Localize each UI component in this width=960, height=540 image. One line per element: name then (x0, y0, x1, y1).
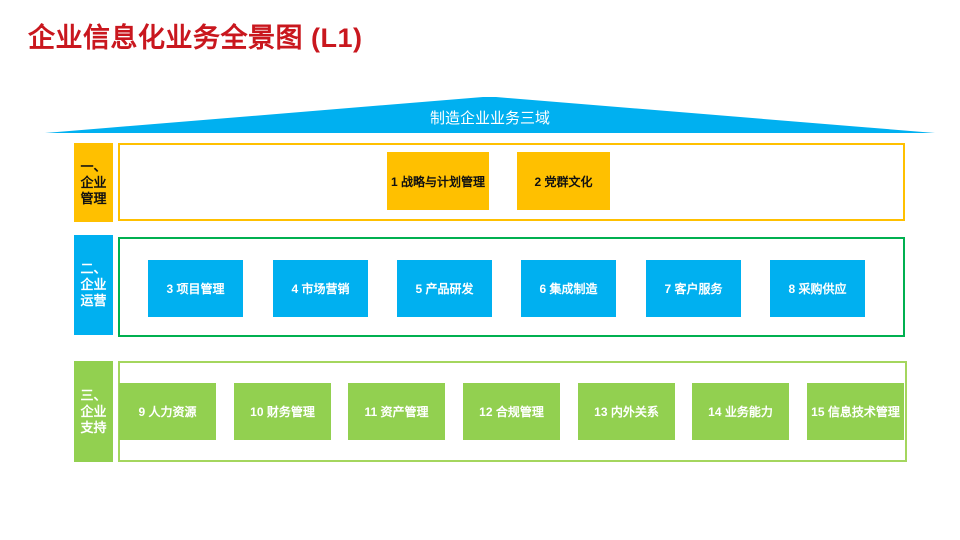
business-box-2-party-culture: 2 党群文化 (517, 152, 610, 210)
business-box-13-internal-external-relations: 13 内外关系 (578, 383, 675, 440)
business-box-7-customer-service: 7 客户服务 (646, 260, 741, 317)
business-box-3-project-mgmt: 3 项目管理 (148, 260, 243, 317)
page-title: 企业信息化业务全景图 (L1) (28, 23, 363, 53)
band-label-support: 三、 企业 支持 (74, 361, 113, 462)
business-box-11-asset-mgmt: 11 资产管理 (348, 383, 445, 440)
business-box-15-it-mgmt: 15 信息技术管理 (807, 383, 904, 440)
business-box-10-finance-mgmt: 10 财务管理 (234, 383, 331, 440)
business-box-1-strategy-planning: 1 战略与计划管理 (387, 152, 489, 210)
business-box-14-business-capability: 14 业务能力 (692, 383, 789, 440)
business-box-6-integrated-manufacturing: 6 集成制造 (521, 260, 616, 317)
business-box-12-compliance-mgmt: 12 合规管理 (463, 383, 560, 440)
business-box-4-marketing: 4 市场营销 (273, 260, 368, 317)
roof-triangle (45, 97, 935, 133)
band-label-operations: 二、 企业 运营 (74, 235, 113, 335)
roof-label: 制造企业业务三域 (429, 110, 550, 127)
band-label-management: 一、 企业 管理 (74, 143, 113, 222)
business-box-5-product-rnd: 5 产品研发 (397, 260, 492, 317)
business-box-8-procurement-supply: 8 采购供应 (770, 260, 865, 317)
band-frame-management (118, 143, 905, 221)
roof-shape (45, 97, 935, 133)
business-box-9-human-resources: 9 人力资源 (119, 383, 216, 440)
